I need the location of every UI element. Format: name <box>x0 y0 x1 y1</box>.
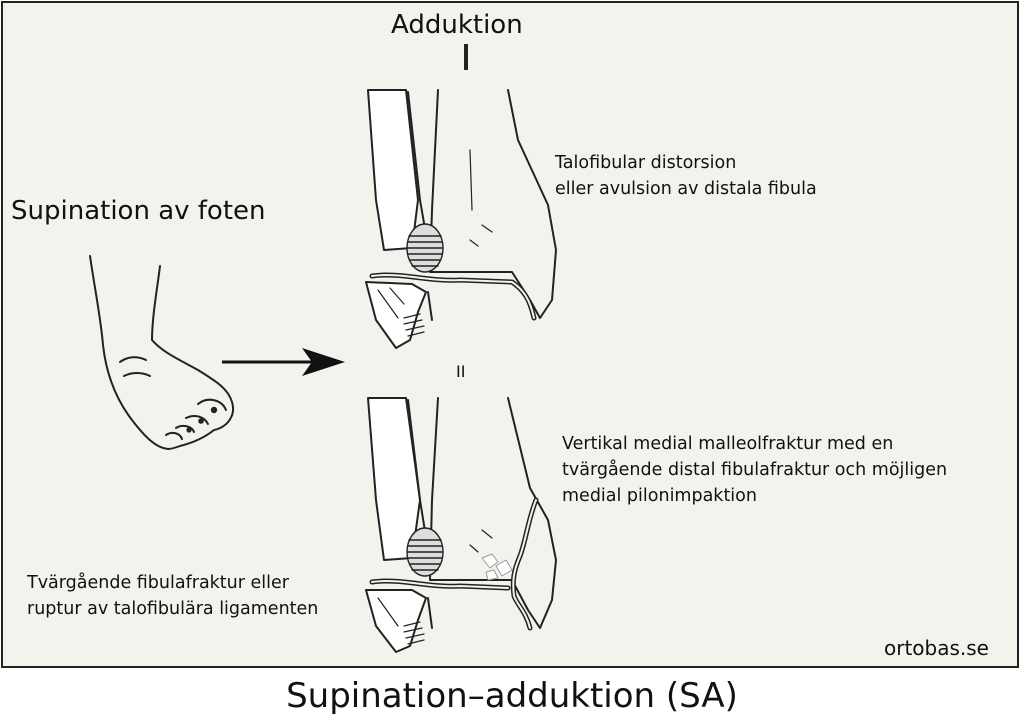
fibula-note: Tvärgående fibulafraktur eller ruptur av… <box>27 570 318 622</box>
top-label: Adduktion <box>391 10 523 40</box>
direction-arrow <box>222 348 345 376</box>
stage-2-note-line: Vertikal medial malleolfraktur med en <box>562 434 894 454</box>
fibula-note-line: Tvärgående fibulafraktur eller <box>27 573 289 593</box>
ankle-stage-2 <box>365 397 557 653</box>
figure-caption: Supination–adduktion (SA) <box>286 676 738 716</box>
stage-2-note-line: medial pilonimpaktion <box>562 486 757 506</box>
fibula-note-line: ruptur av talofibulära ligamenten <box>27 599 319 619</box>
stage-1-note: Talofibular distorsion eller avulsion av… <box>555 150 817 202</box>
stage-divider-bar <box>464 44 468 70</box>
stage-2-note: Vertikal medial malleolfraktur med en tv… <box>562 431 947 509</box>
ankle-stage-1 <box>365 89 557 349</box>
site-credit: ortobas.se <box>884 636 989 660</box>
foot-illustration <box>89 255 234 450</box>
stage-1-note-line: Talofibular distorsion <box>555 153 737 173</box>
stage-2-note-line: tvärgående distal fibulafraktur och möjl… <box>562 460 948 480</box>
stage-2-label: II <box>456 362 466 381</box>
supination-label: Supination av foten <box>11 196 266 226</box>
stage-1-note-line: eller avulsion av distala fibula <box>555 179 817 199</box>
